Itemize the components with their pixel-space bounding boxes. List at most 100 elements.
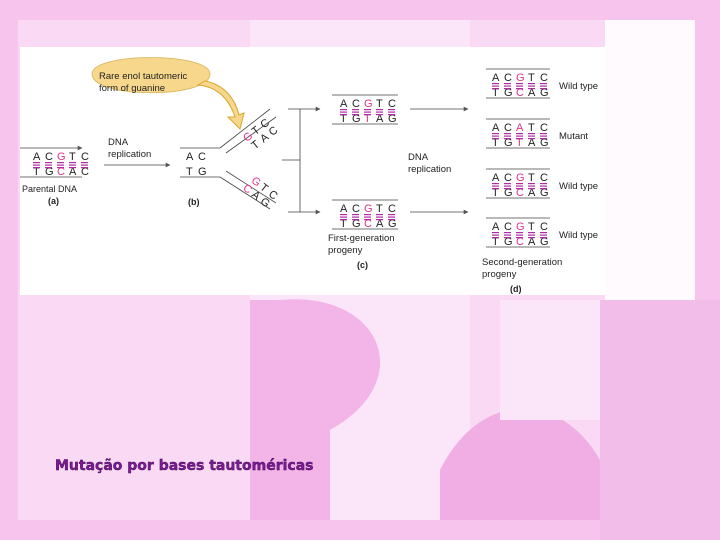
hydrogen-bond <box>504 188 511 190</box>
hydrogen-bond <box>540 183 547 185</box>
dna-base: A <box>528 187 536 199</box>
hydrogen-bond <box>504 88 511 90</box>
dna-base: T <box>528 172 535 184</box>
second-gen-label-2: progeny <box>482 269 517 280</box>
hydrogen-bond <box>492 234 499 236</box>
dna-base: A <box>528 137 536 149</box>
hydrogen-bond <box>57 167 64 169</box>
panel-a-letter: (a) <box>48 196 59 206</box>
dna-base: C <box>388 98 396 110</box>
hydrogen-bond <box>528 85 535 87</box>
dna-base: T <box>364 113 371 125</box>
hydrogen-bond <box>352 219 359 221</box>
hydrogen-bond <box>352 214 359 216</box>
dna-base: C <box>516 236 524 248</box>
hydrogen-bond <box>376 111 383 113</box>
hydrogen-bond <box>33 164 40 166</box>
hydrogen-bond <box>81 164 88 166</box>
dna-base: T <box>492 187 499 199</box>
hydrogen-bond <box>364 219 371 221</box>
dna-base: A <box>492 122 500 134</box>
hydrogen-bond <box>376 219 383 221</box>
dna-base: T <box>376 98 383 110</box>
hydrogen-bond <box>516 234 523 236</box>
hydrogen-bond <box>492 133 499 135</box>
hydrogen-bond <box>492 188 499 190</box>
replication-2-line-2: replication <box>408 164 451 175</box>
hydrogen-bond <box>388 114 395 116</box>
hydrogen-bond <box>492 135 499 137</box>
panel-c-letter: (c) <box>357 260 368 270</box>
hydrogen-bond <box>540 138 547 140</box>
hydrogen-bond <box>528 138 535 140</box>
hydrogen-bond <box>540 133 547 135</box>
hydrogen-bond <box>516 138 523 140</box>
callout-line-1: Rare enol tautomeric <box>99 71 187 82</box>
dna-base: A <box>340 98 348 110</box>
hydrogen-bond <box>388 219 395 221</box>
hydrogen-bond <box>528 237 535 239</box>
dna-base: C <box>352 98 360 110</box>
hydrogen-bond <box>340 111 347 113</box>
dna-base: C <box>540 122 548 134</box>
dna-base: G <box>45 166 54 178</box>
dna-base: C <box>45 151 53 163</box>
dna-base: G <box>388 113 397 125</box>
hydrogen-bond <box>492 185 499 187</box>
hydrogen-bond <box>504 232 511 234</box>
hydrogen-bond <box>45 164 52 166</box>
dna-base: C <box>81 151 89 163</box>
hydrogen-bond <box>57 162 64 164</box>
dna-base: C <box>388 203 396 215</box>
hydrogen-bond <box>528 133 535 135</box>
dna-base: C <box>504 172 512 184</box>
dna-base: T <box>33 166 40 178</box>
hydrogen-bond <box>340 214 347 216</box>
dna-base: C <box>352 203 360 215</box>
hydrogen-bond <box>516 133 523 135</box>
dna-base: T <box>340 113 347 125</box>
dna-base: A <box>492 172 500 184</box>
hydrogen-bond <box>364 214 371 216</box>
dna-base: G <box>198 166 207 178</box>
hydrogen-bond <box>352 109 359 111</box>
dna-base: C <box>267 124 281 138</box>
hydrogen-bond <box>492 183 499 185</box>
hydrogen-bond <box>376 216 383 218</box>
hydrogen-bond <box>492 237 499 239</box>
hydrogen-bond <box>364 111 371 113</box>
hydrogen-bond <box>376 109 383 111</box>
dna-base: T <box>528 72 535 84</box>
hydrogen-bond <box>352 114 359 116</box>
callout-line-2: form of guanine <box>99 83 165 94</box>
hydrogen-bond <box>340 114 347 116</box>
progeny-row-label: Mutant <box>559 131 588 142</box>
hydrogen-bond <box>516 237 523 239</box>
dna-base: C <box>540 172 548 184</box>
dna-base: T <box>376 203 383 215</box>
first-gen-label-1: First-generation <box>328 233 395 244</box>
second-gen-label-1: Second-generation <box>482 257 562 268</box>
dna-base: C <box>516 87 524 99</box>
dna-base: G <box>540 187 549 199</box>
hydrogen-bond <box>376 214 383 216</box>
hydrogen-bond <box>504 83 511 85</box>
dna-base: C <box>198 151 206 163</box>
hydrogen-bond <box>540 88 547 90</box>
first-gen-label-2: progeny <box>328 245 363 256</box>
progeny-row-label: Wild type <box>559 230 598 241</box>
dna-base: G <box>352 218 361 230</box>
dna-base: C <box>504 122 512 134</box>
dna-base: T <box>186 166 193 178</box>
dna-base: A <box>376 113 384 125</box>
callout-arrow <box>196 80 245 130</box>
hydrogen-bond <box>528 83 535 85</box>
hydrogen-bond <box>528 188 535 190</box>
hydrogen-bond <box>540 188 547 190</box>
